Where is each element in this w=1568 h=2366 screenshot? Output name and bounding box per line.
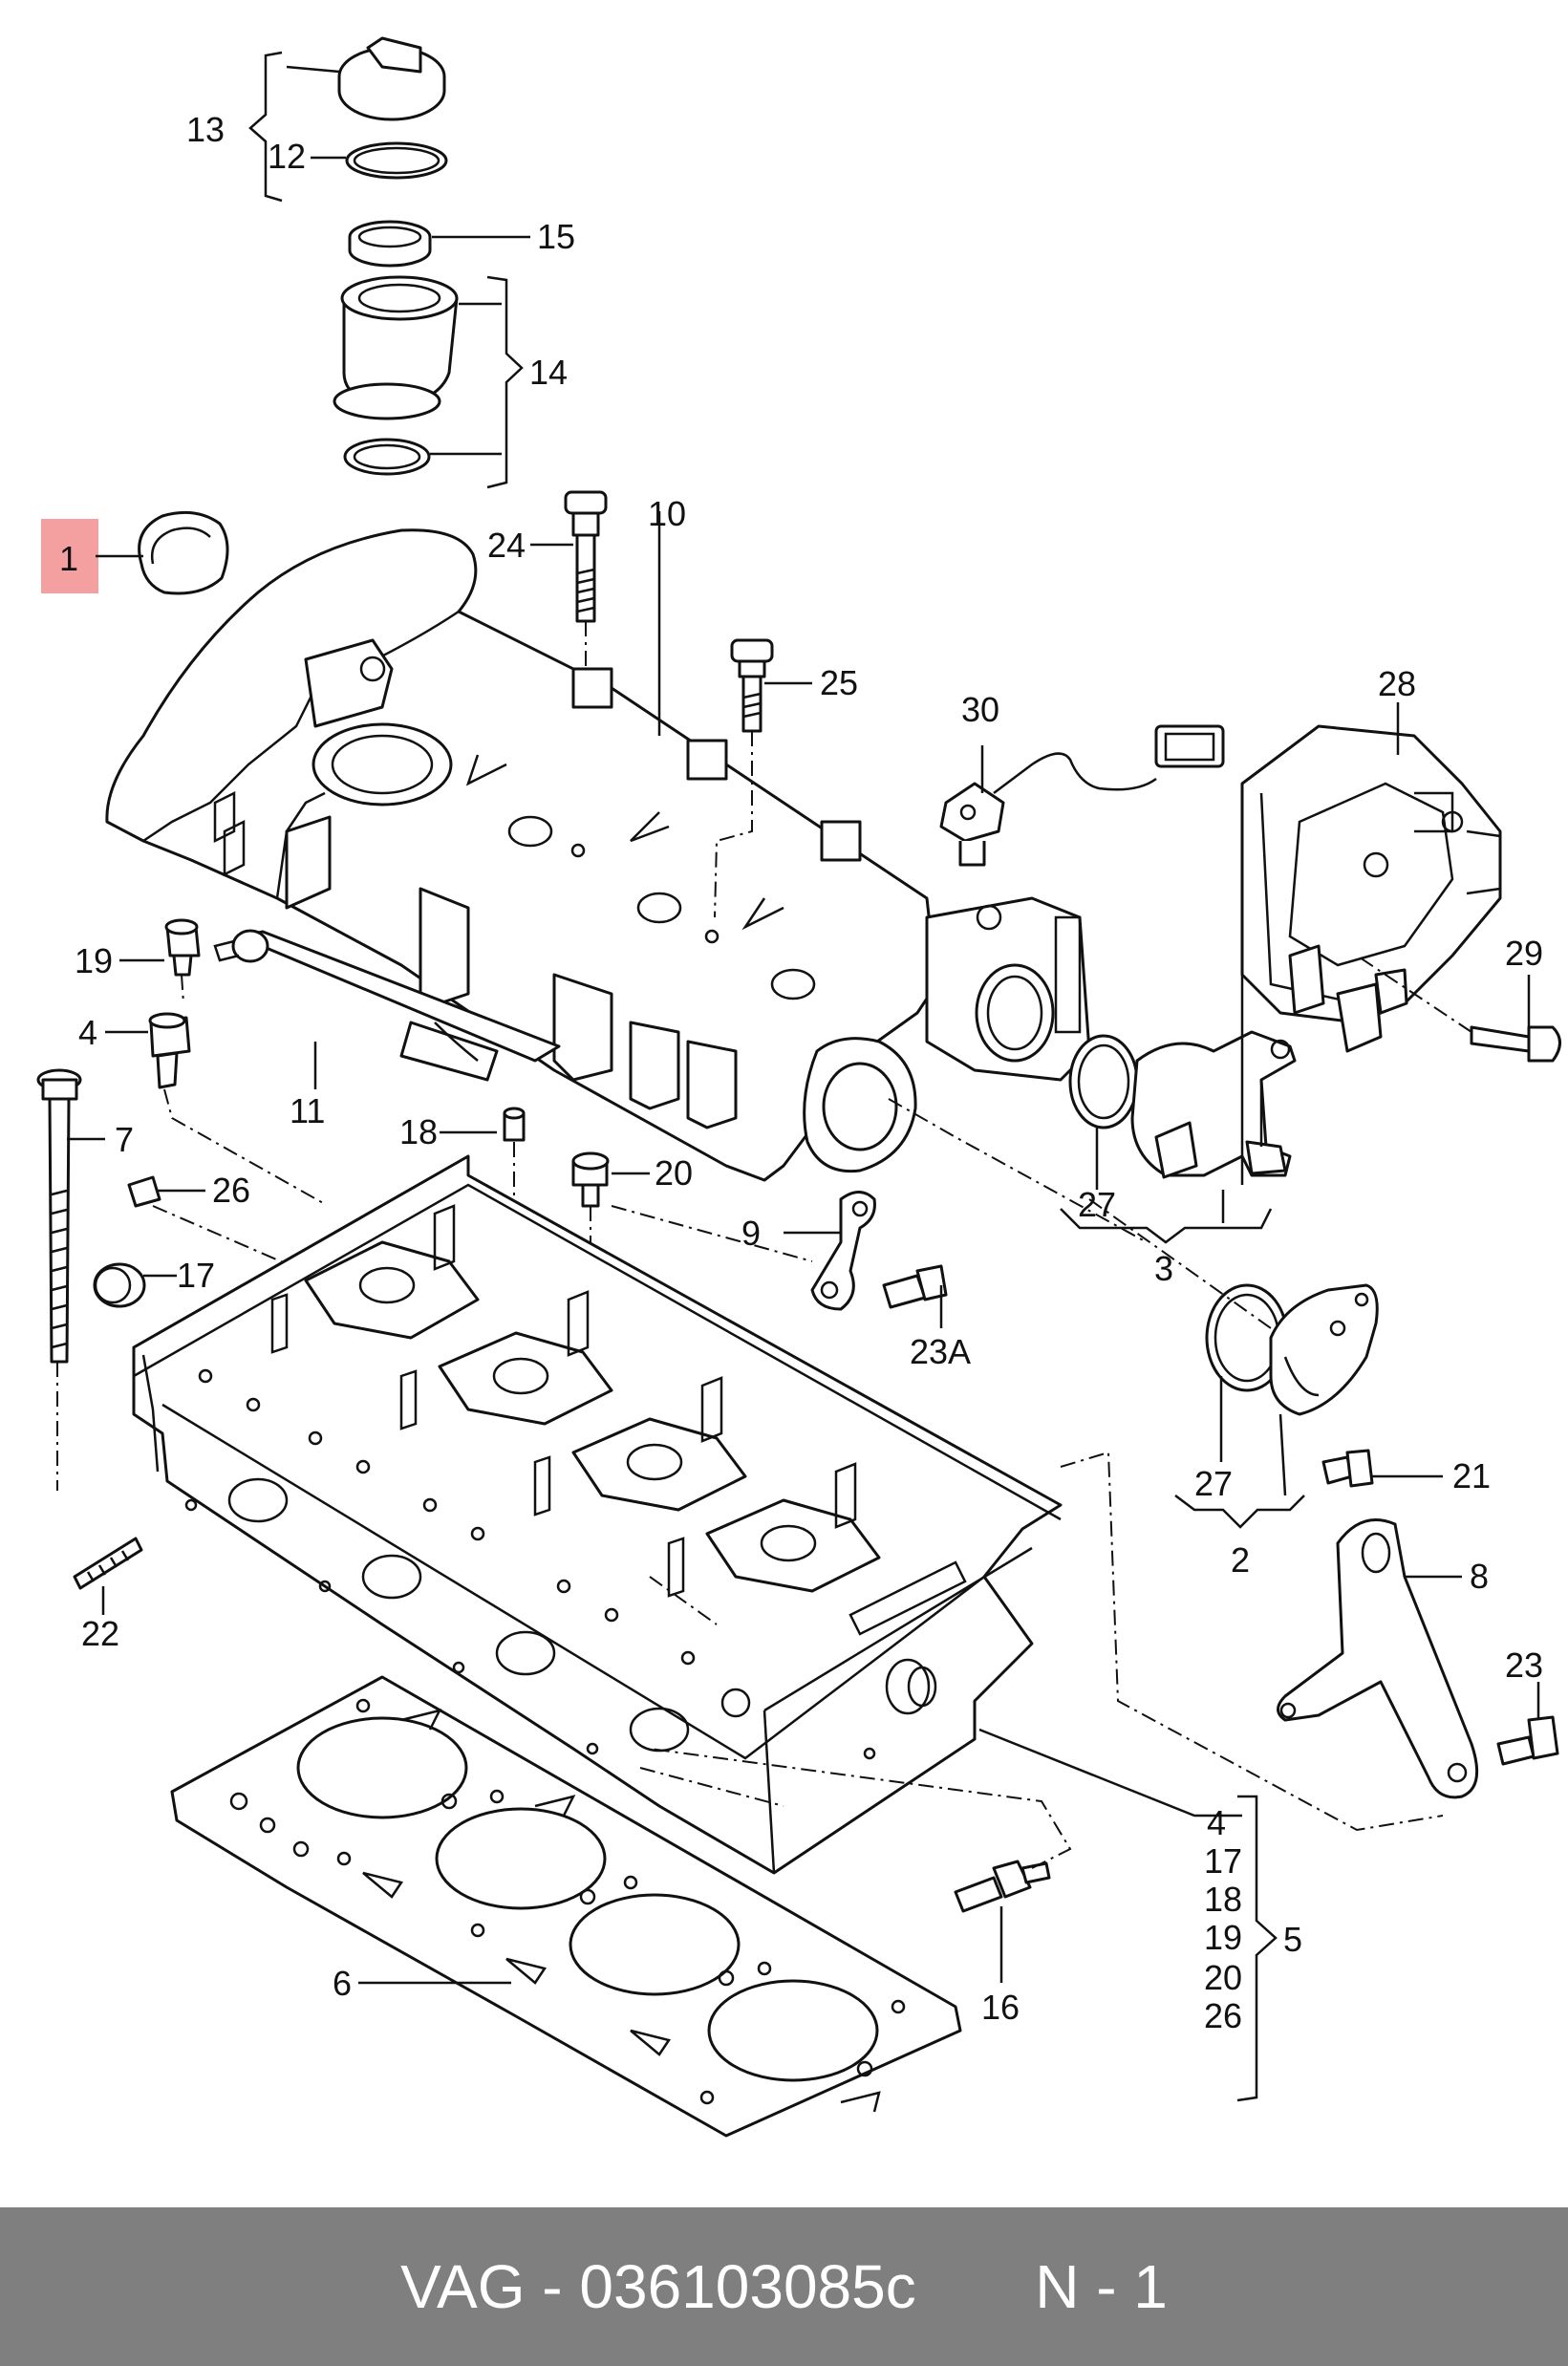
o-ring-14 [343,438,431,476]
part-number-footer: VAG - 036103085c N - 1 [0,2207,1568,2366]
bolt-23 [1496,1715,1559,1766]
pin-18 [503,1107,526,1142]
label-26: 26 [212,1171,250,1210]
oil-filler-cap [337,36,446,121]
pin-26 [127,1175,161,1208]
label-10: 10 [648,494,686,533]
label-19: 19 [75,941,113,980]
bolt-25 [730,638,774,733]
filler-neck [333,275,459,420]
seal-ring-12 [345,141,448,180]
label-28: 28 [1378,664,1416,703]
group5-item-19: 19 [1204,1918,1242,1957]
label-20: 20 [655,1153,693,1193]
vacuum-unit-2 [1269,1283,1379,1416]
label-1: 1 [59,539,78,578]
label-30: 30 [961,690,999,729]
footer-brand: VAG [400,2252,526,2321]
camshaft-housing-28 [1240,724,1502,1053]
label-13: 13 [186,110,225,149]
footer-position-ref: N - 1 [1035,2252,1168,2321]
bolt-21 [1321,1449,1374,1488]
group5-item-20: 20 [1204,1958,1242,1997]
group5-item-18: 18 [1204,1880,1242,1919]
label-17: 17 [177,1256,215,1295]
seal-ring-1 [138,510,229,595]
bracket-9 [810,1191,876,1311]
temp-sensor-16 [954,1860,1051,1913]
vacuum-actuator-3 [1068,1030,1297,1179]
sensor-30 [939,724,1225,867]
label-23: 23 [1505,1645,1543,1685]
bracket-8 [1277,1518,1479,1799]
label-3: 3 [1154,1249,1173,1288]
head-bolt-7 [36,1068,82,1364]
head-gasket-6 [170,1675,962,2138]
label-2: 2 [1231,1540,1250,1580]
group5-item-26: 26 [1204,1996,1242,2035]
cylinder-head [132,1154,1063,1875]
label-15: 15 [537,217,575,256]
footer-gap [916,2251,1035,2322]
footer-part-number: 036103085c [579,2252,916,2321]
group5-item-4: 4 [1207,1803,1226,1842]
footer-separator: - [525,2252,580,2321]
label-4: 4 [78,1013,97,1052]
label-12: 12 [268,137,306,176]
label-6: 6 [333,1964,352,2003]
highlight-label-1 [41,519,98,593]
cylinder-head-cover [105,528,1091,1182]
label-25: 25 [820,663,858,702]
label-27-lower: 27 [1194,1464,1233,1503]
camshaft-11 [213,929,561,1082]
bolt-23a [882,1264,948,1309]
stud-22 [73,1537,143,1590]
label-9: 9 [741,1214,761,1253]
plug-17 [93,1262,146,1308]
label-18: 18 [399,1112,438,1151]
label-11: 11 [290,1091,325,1130]
bolt-19 [164,918,201,977]
label-21: 21 [1452,1456,1491,1495]
label-7: 7 [115,1120,134,1159]
bolt-29 [1470,1025,1561,1063]
label-8: 8 [1470,1557,1489,1596]
bolt-24 [564,490,608,623]
seal-15 [348,220,432,268]
parts-diagram: 13 12 15 14 1 24 10 25 30 28 29 19 4 11 … [36,36,1561,2138]
label-22: 22 [81,1614,119,1653]
label-23a: 23A [910,1332,971,1371]
group5-item-17: 17 [1204,1841,1242,1881]
label-14: 14 [529,353,568,392]
label-5: 5 [1283,1920,1302,1959]
label-24: 24 [487,526,526,565]
label-16: 16 [981,1988,1020,2027]
bolt-20 [571,1151,610,1208]
label-29: 29 [1505,934,1543,973]
label-27-upper: 27 [1078,1185,1116,1224]
bolt-4 [148,1012,191,1089]
